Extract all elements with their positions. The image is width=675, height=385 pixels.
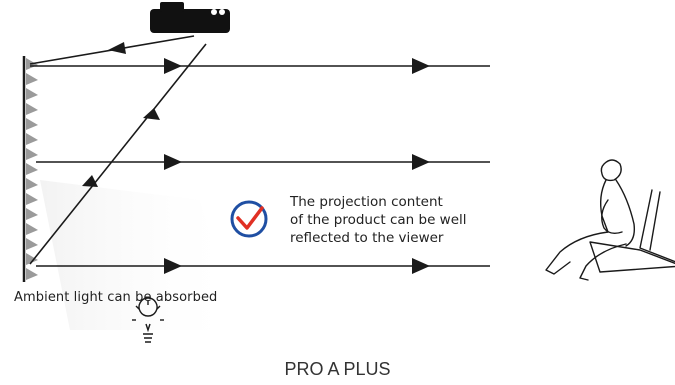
reflection-line: reflected to the viewer (290, 230, 444, 246)
reflection-description: The projection content of the product ca… (290, 193, 467, 247)
arrowhead (164, 154, 182, 170)
check-icon (230, 200, 268, 238)
arrowhead (412, 154, 430, 170)
viewer-icon (545, 159, 675, 281)
arrowhead (143, 108, 160, 120)
screen-tooth (26, 148, 38, 160)
screen-tooth (26, 133, 38, 145)
screen-tooth (26, 88, 38, 100)
screen-tooth (26, 178, 38, 190)
light-shadow (40, 180, 240, 330)
screen-tooth (26, 223, 38, 235)
arrowhead (82, 175, 98, 187)
reflection-line: The projection content (290, 194, 443, 210)
arrowheads (82, 42, 430, 274)
projector-icon (150, 2, 230, 33)
screen-tooth (26, 268, 38, 280)
ambient-light-label: Ambient light can be absorbed (14, 290, 218, 305)
lightbulb-icon (132, 297, 164, 343)
arrowhead (164, 58, 182, 74)
arrowhead (412, 58, 430, 74)
screen-icon (22, 56, 38, 282)
screen-tooth (26, 118, 38, 130)
screen-tooth (26, 73, 38, 85)
screen-tooth (26, 103, 38, 115)
screen-tooth (26, 208, 38, 220)
product-title: PRO A PLUS (284, 359, 391, 379)
screen-tooth (26, 193, 38, 205)
arrowhead (164, 258, 182, 274)
screen-tooth (26, 238, 38, 250)
reflection-line: of the product can be well (290, 212, 467, 228)
screen-tooth (26, 163, 38, 175)
arrowhead (412, 258, 430, 274)
screen-tooth (26, 253, 38, 265)
arrowhead (108, 42, 126, 54)
